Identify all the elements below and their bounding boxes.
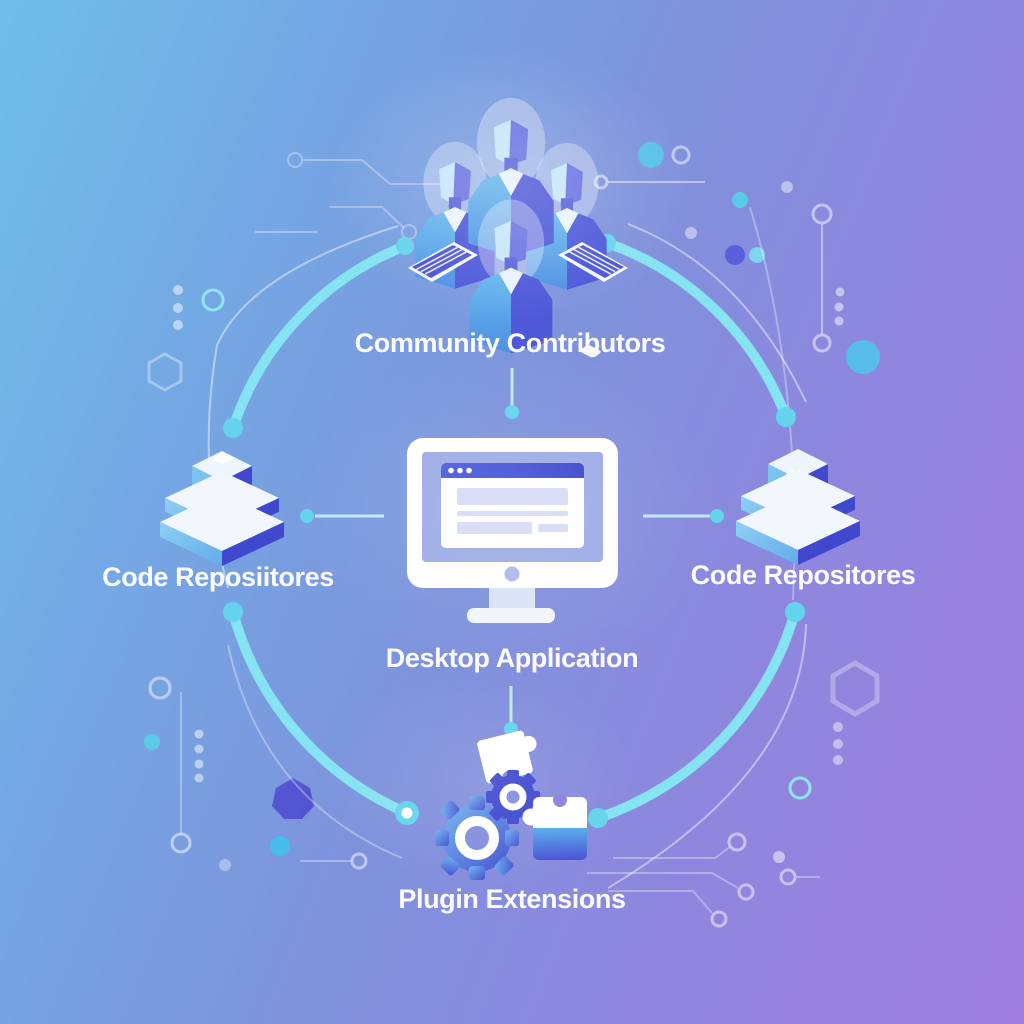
decoration-bottom-right: [587, 660, 880, 928]
content-block: [538, 524, 568, 532]
ring-arc-top-right: [602, 238, 791, 422]
content-block: [457, 488, 568, 505]
puzzle-piece-blue: [522, 793, 587, 860]
puzzle-gears-icon: [435, 730, 587, 880]
ring-arc-bottom-left: [228, 607, 412, 818]
layer-stack-icon-right: [580, 345, 860, 565]
content-block: [457, 522, 532, 534]
gear-icon-small: [486, 770, 540, 824]
circuit-decoration-top-right: [593, 142, 880, 374]
gear-icon-large: [435, 796, 519, 880]
arc-ring-node: [201, 288, 225, 312]
node-label-community: Community Contributors: [355, 328, 666, 358]
circuit-decoration-top-left: [255, 152, 452, 240]
browser-window: [441, 463, 584, 548]
monitor-button: [504, 566, 520, 582]
ring-arc-bottom-right: [593, 607, 800, 823]
hexagon-outline: [830, 660, 880, 717]
arc-ring-node: [788, 776, 812, 800]
ring-endpoint-dots: [223, 234, 805, 828]
connection-ring: [228, 238, 800, 823]
monitor-base: [467, 608, 555, 623]
browser-titlebar: [441, 463, 584, 478]
dot-cyan-large: [638, 142, 664, 168]
people-group-icon: [407, 97, 629, 354]
node-label-desktop: Desktop Application: [386, 643, 638, 673]
desktop-monitor-icon: [407, 438, 618, 623]
layer-stack-icon-left: [160, 451, 284, 566]
ring-arc-top-left: [228, 241, 410, 433]
node-label-repos-left: Code Reposiitores: [102, 562, 334, 592]
decoration-left-side: [147, 285, 183, 392]
decoration-bottom-left: [144, 676, 368, 871]
dot-cyan-large: [846, 340, 880, 374]
heptagon-filled: [272, 778, 314, 819]
node-label-plugins: Plugin Extensions: [398, 884, 625, 914]
center-spokes: [300, 368, 724, 736]
node-label-repos-right: Code Repositores: [691, 560, 916, 590]
content-line: [457, 511, 568, 516]
hexagon-outline: [147, 352, 183, 392]
